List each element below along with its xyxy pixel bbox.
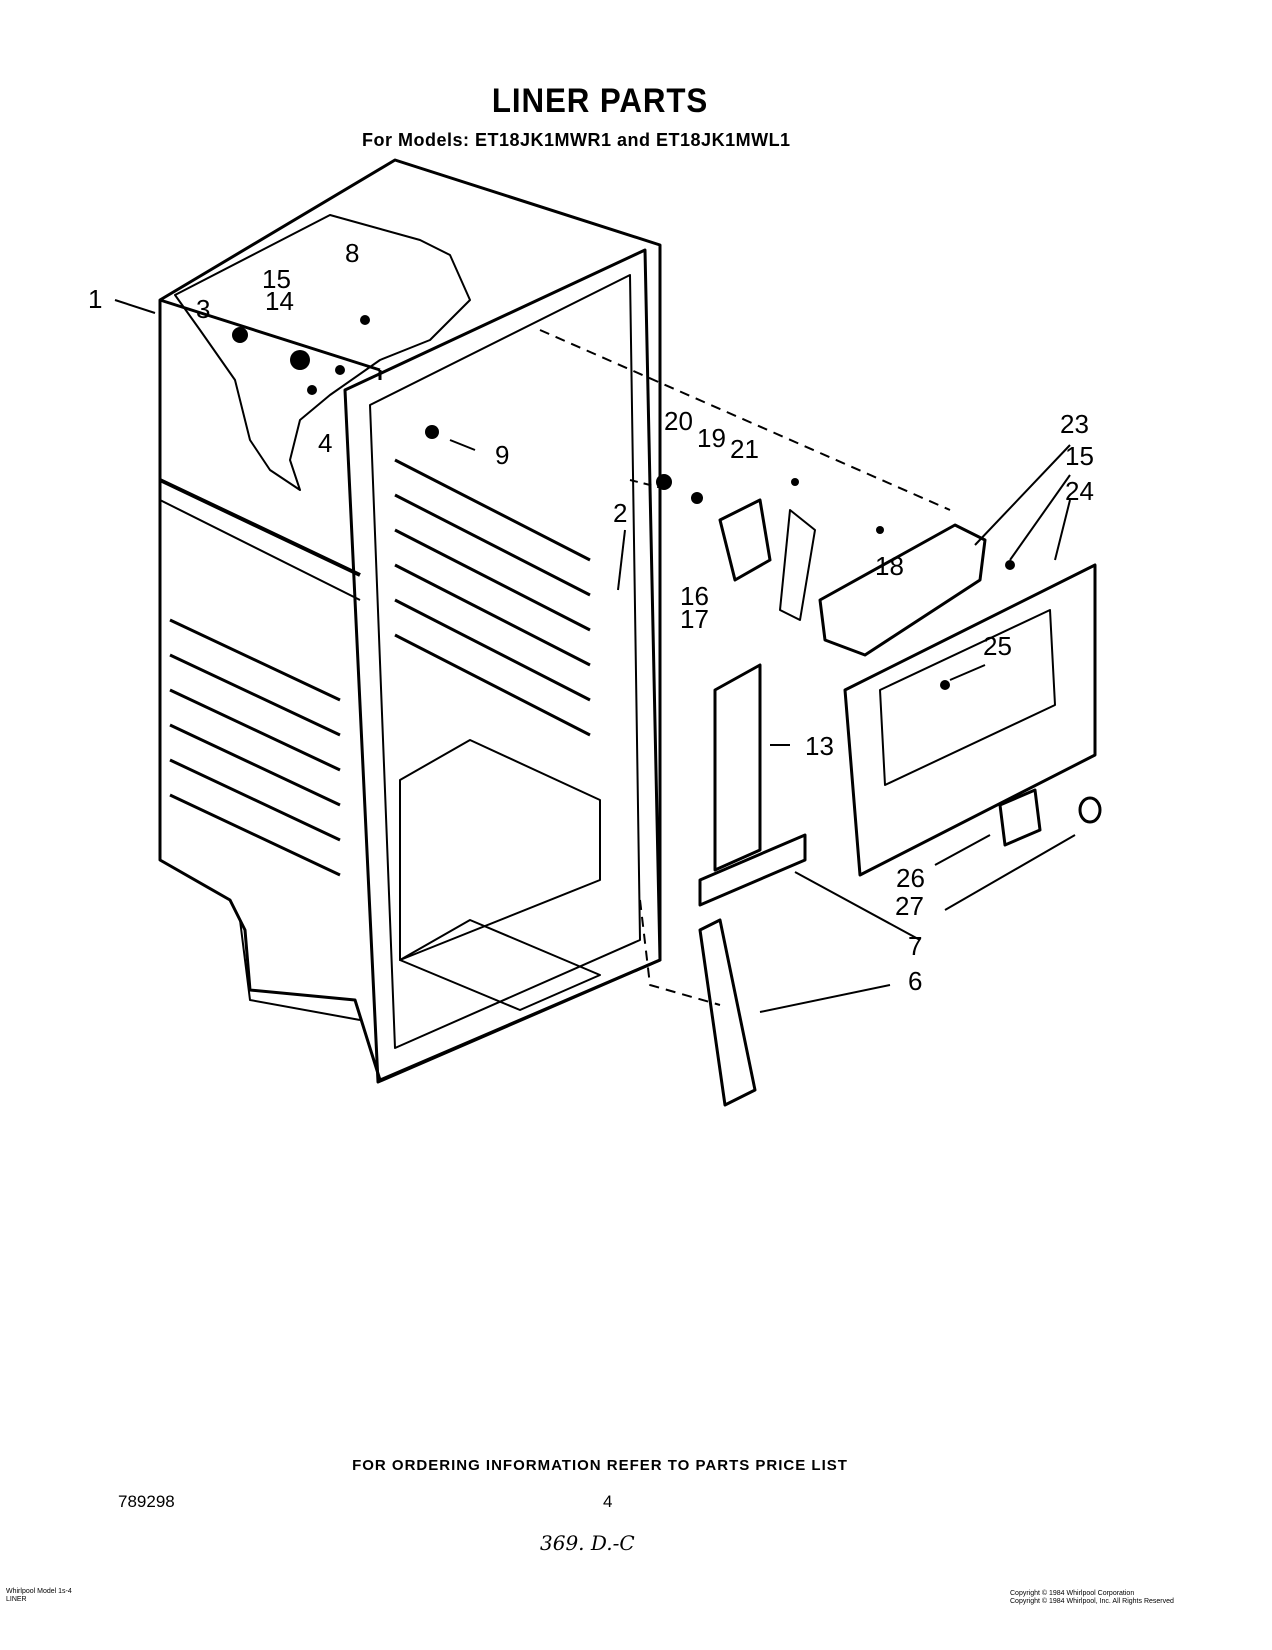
arrow-24: [1054, 499, 1071, 561]
cabinet-shell: [158, 158, 662, 1082]
arrow-26: [934, 834, 991, 866]
callout-21: 21: [730, 434, 759, 464]
screw-4: [307, 385, 317, 395]
side-band-2: [159, 499, 361, 601]
model-subtitle: For Models: ET18JK1MWR1 and ET18JK1MWL1: [362, 130, 791, 150]
top-cutaway: [174, 214, 471, 491]
callout-15: 15: [262, 264, 291, 294]
air-duct: [818, 523, 987, 657]
grommet-20: [656, 474, 672, 490]
bottom-cover: [698, 918, 757, 1107]
callout-23: 23: [1060, 409, 1089, 439]
callout-20: 20: [664, 406, 693, 436]
arrow-9: [449, 439, 476, 451]
fan-blade: [779, 509, 816, 621]
shelf-rail-1: [394, 458, 591, 562]
dashed-leader-top: [539, 329, 951, 511]
cabinet-base: [239, 919, 361, 1021]
callout-15-right: 15: [1065, 441, 1094, 471]
fine-print-right: Copyright © 1984 Whirlpool Corporation C…: [1010, 1590, 1174, 1606]
callout-3: 3: [196, 294, 210, 324]
shelf-rail-4: [394, 563, 591, 667]
callout-4: 4: [318, 428, 332, 458]
side-rib-3: [169, 688, 341, 772]
handwritten-mark: 369. D.-C: [540, 1531, 635, 1555]
side-rib-6: [169, 793, 341, 877]
fine-print-left: Whirlpool Model 1s-4 LINER: [6, 1588, 72, 1604]
shelf-rail-2: [394, 493, 591, 597]
fine-print-left-line2: LINER: [6, 1596, 27, 1603]
callout-24: 24: [1065, 476, 1094, 506]
callout-27: 27: [895, 891, 924, 921]
duct-cover: [713, 663, 762, 872]
callout-7: 7: [908, 931, 922, 961]
arrow-1: [114, 299, 156, 314]
fine-print-right-line2: Copyright © 1984 Whirlpool, Inc. All Rig…: [1010, 1598, 1174, 1605]
page-number: 4: [603, 1492, 613, 1511]
fan-motor-bracket: [718, 498, 772, 582]
arrow-25: [949, 664, 986, 681]
dashed-leader-bottom: [639, 899, 721, 1006]
screw-25: [940, 680, 950, 690]
arrow-7: [794, 871, 921, 941]
callout-19: 19: [697, 423, 726, 453]
panel-cover: [879, 609, 1056, 786]
control-panel: [843, 563, 1097, 877]
control-knob-plate: [998, 788, 1042, 847]
callout-8: 8: [345, 238, 359, 268]
callout-26: 26: [896, 863, 925, 893]
clip-8: [360, 315, 370, 325]
washer-19: [691, 492, 703, 504]
callout-13: 13: [805, 731, 834, 761]
callout-25: 25: [983, 631, 1012, 661]
clip-18: [876, 526, 884, 534]
grommet-9: [425, 425, 439, 439]
baffle-plate: [698, 833, 807, 907]
arrow-6: [759, 984, 891, 1013]
document-number: 789298: [118, 1492, 175, 1511]
ordering-note: FOR ORDERING INFORMATION REFER TO PARTS …: [352, 1457, 848, 1474]
arrow-2: [617, 529, 626, 591]
callout-6: 6: [908, 966, 922, 996]
control-knob: [1078, 796, 1102, 824]
screw-15-right: [1005, 560, 1015, 570]
screw-15: [335, 365, 345, 375]
liner-frame-outer: [343, 248, 662, 1084]
screw-21: [791, 478, 799, 486]
callout-2: 2: [613, 498, 627, 528]
shelf-rail-6: [394, 633, 591, 737]
page-title: LINER PARTS: [491, 82, 709, 120]
liner-frame-inner: [369, 274, 641, 1049]
crisper-tray-outline: [399, 919, 601, 1011]
callout-9: 9: [495, 440, 509, 470]
side-rib-2: [169, 653, 341, 737]
screw-3: [232, 327, 248, 343]
callout-16: 16: [680, 581, 709, 611]
thermostat-14: [290, 350, 310, 370]
callout-17: 17: [680, 604, 709, 634]
lower-compartment: [399, 739, 601, 961]
arrow-23: [974, 444, 1071, 546]
side-rib-1: [169, 618, 341, 702]
callout-1: 1: [88, 284, 102, 314]
callout-14: 14: [265, 286, 294, 316]
fine-print-left-line1: Whirlpool Model 1s-4: [6, 1588, 72, 1595]
callout-18: 18: [875, 551, 904, 581]
shelf-rail-5: [394, 598, 591, 702]
side-rib-5: [169, 758, 341, 842]
side-band-1: [159, 478, 361, 577]
arrow-15-right: [1009, 474, 1071, 561]
side-rib-4: [169, 723, 341, 807]
fine-print-right-line1: Copyright © 1984 Whirlpool Corporation: [1010, 1590, 1135, 1597]
arrow-27: [944, 834, 1076, 911]
cabinet-top-edge: [159, 298, 381, 372]
shelf-rail-3: [394, 528, 591, 632]
